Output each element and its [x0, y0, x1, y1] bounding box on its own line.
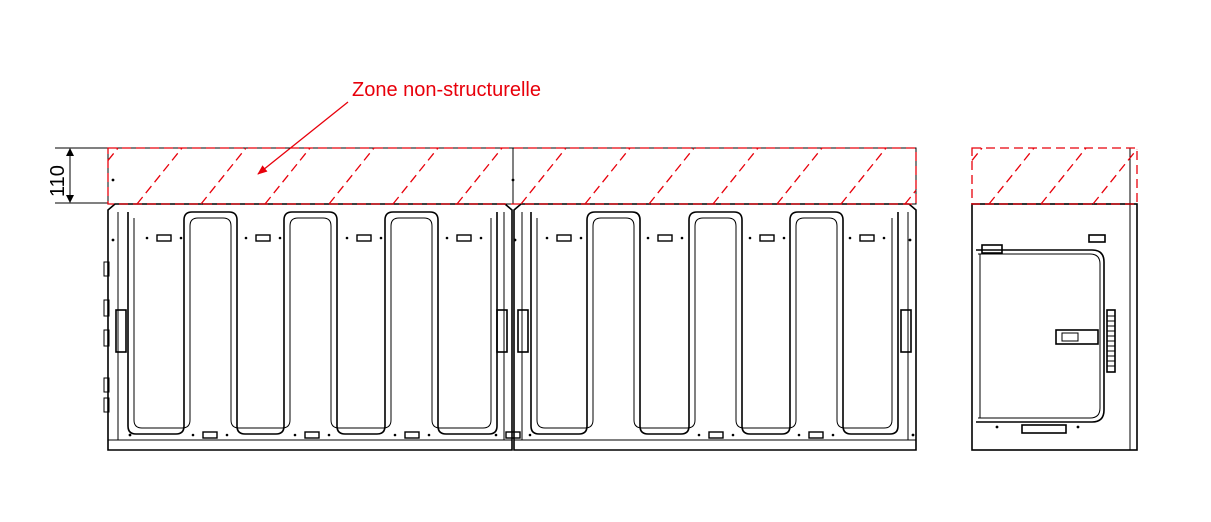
- dot-bot-b-1: [327, 433, 331, 437]
- front-zone-hatch: [584, 147, 631, 205]
- dot-bot-b-4: [731, 433, 735, 437]
- front-panel-left: [107, 203, 513, 451]
- front-zone-hatch: [648, 147, 695, 205]
- dot-bot-a-2: [393, 433, 397, 437]
- side-zone-hatch: [988, 147, 1035, 205]
- dot-bot-b-0: [225, 433, 229, 437]
- dot-misc-1: [511, 178, 515, 182]
- dot-misc-0: [111, 178, 115, 182]
- front-zone-hatch: [264, 147, 311, 205]
- front-zone-hatch: [840, 147, 887, 205]
- dimension-110: 110: [47, 147, 108, 204]
- dot-top-a-4: [545, 236, 549, 240]
- slot-bot-4: [708, 431, 724, 439]
- slot-top-5: [657, 234, 673, 242]
- dot-bot-a-5: [797, 433, 801, 437]
- zone-label: Zone non-structurelle: [352, 79, 541, 101]
- slot-bot-0: [202, 431, 218, 439]
- handle-left: [115, 309, 127, 353]
- slot-bot-1: [304, 431, 320, 439]
- side-view: [971, 148, 1138, 451]
- front-zone-hatch: [456, 147, 503, 205]
- dot-top-a-1: [244, 236, 248, 240]
- dot-top-b-1: [278, 236, 282, 240]
- slot-bot-3: [505, 431, 521, 439]
- slot-top-2: [356, 234, 372, 242]
- dot-top-b-5: [680, 236, 684, 240]
- handle-mid-right: [517, 309, 529, 353]
- front-zone-hatch: [328, 147, 375, 205]
- slot-top-1: [255, 234, 271, 242]
- dot-bot-a-4: [697, 433, 701, 437]
- slot-top-4: [556, 234, 572, 242]
- slot-top-7: [859, 234, 875, 242]
- handle-mid-left: [496, 309, 508, 353]
- serpentine-tubes: [127, 211, 899, 435]
- tube-outer-1: [530, 211, 899, 435]
- zone-leader-arrow: [257, 101, 349, 175]
- dot-bot-b-3: [528, 433, 532, 437]
- non-structural-zones: [107, 147, 1138, 205]
- side-slot: [1088, 234, 1106, 243]
- slot-top-0: [156, 234, 172, 242]
- dimension-label: 110: [47, 165, 69, 197]
- side-body: [971, 203, 1138, 451]
- dot-top-b-0: [179, 236, 183, 240]
- latch-icon: [1055, 329, 1099, 345]
- dot-top-a-6: [748, 236, 752, 240]
- slot-bot-2: [404, 431, 420, 439]
- side-door: [976, 249, 1105, 423]
- dot-top-b-6: [782, 236, 786, 240]
- side-zone: [971, 147, 1138, 205]
- dot-bot-a-0: [191, 433, 195, 437]
- front-zone-hatch: [136, 147, 183, 205]
- dot-top-a-3: [445, 236, 449, 240]
- front-zone-hatch: [520, 147, 567, 205]
- mounting-holes: [111, 178, 915, 439]
- slot-bot-5: [808, 431, 824, 439]
- dot-top-a-7: [848, 236, 852, 240]
- dot-top-b-4: [579, 236, 583, 240]
- dot-bot-b-5: [831, 433, 835, 437]
- tube-inner-1: [536, 217, 893, 429]
- tube-inner-0: [133, 217, 492, 429]
- handle-right: [900, 309, 912, 353]
- front-zone: [107, 147, 917, 205]
- dot-misc-4: [908, 238, 912, 242]
- front-zone-hatch: [107, 147, 119, 161]
- front-panel-right: [513, 203, 917, 451]
- front-zone-hatch: [904, 189, 917, 205]
- front-zone-hatch: [200, 147, 247, 205]
- front-zone-hatch: [392, 147, 439, 205]
- dot-top-a-0: [145, 236, 149, 240]
- dot-top-a-2: [345, 236, 349, 240]
- dot-misc-3: [513, 238, 517, 242]
- side-zone-hatch: [971, 147, 983, 161]
- side-zone-hatch: [1092, 148, 1138, 205]
- dot-misc-5: [128, 433, 132, 437]
- dot-top-b-3: [479, 236, 483, 240]
- dot-bot-a-1: [293, 433, 297, 437]
- front-zone-hatch: [776, 147, 823, 205]
- slot-top-6: [759, 234, 775, 242]
- tube-outer-0: [127, 211, 498, 435]
- dot-top-b-7: [882, 236, 886, 240]
- dot-bot-b-2: [427, 433, 431, 437]
- dot-top-a-5: [646, 236, 650, 240]
- side-zone-hatch: [1040, 147, 1087, 205]
- slot-top-3: [456, 234, 472, 242]
- front-top-frame: [107, 147, 917, 205]
- front-zone-hatch: [712, 147, 759, 205]
- dot-misc-2: [111, 238, 115, 242]
- dot-top-b-2: [379, 236, 383, 240]
- dot-misc-6: [911, 433, 915, 437]
- side-zone-outline: [971, 147, 1138, 205]
- dot-bot-a-3: [494, 433, 498, 437]
- front-view: [103, 147, 917, 451]
- front-zone-outline: [107, 147, 917, 205]
